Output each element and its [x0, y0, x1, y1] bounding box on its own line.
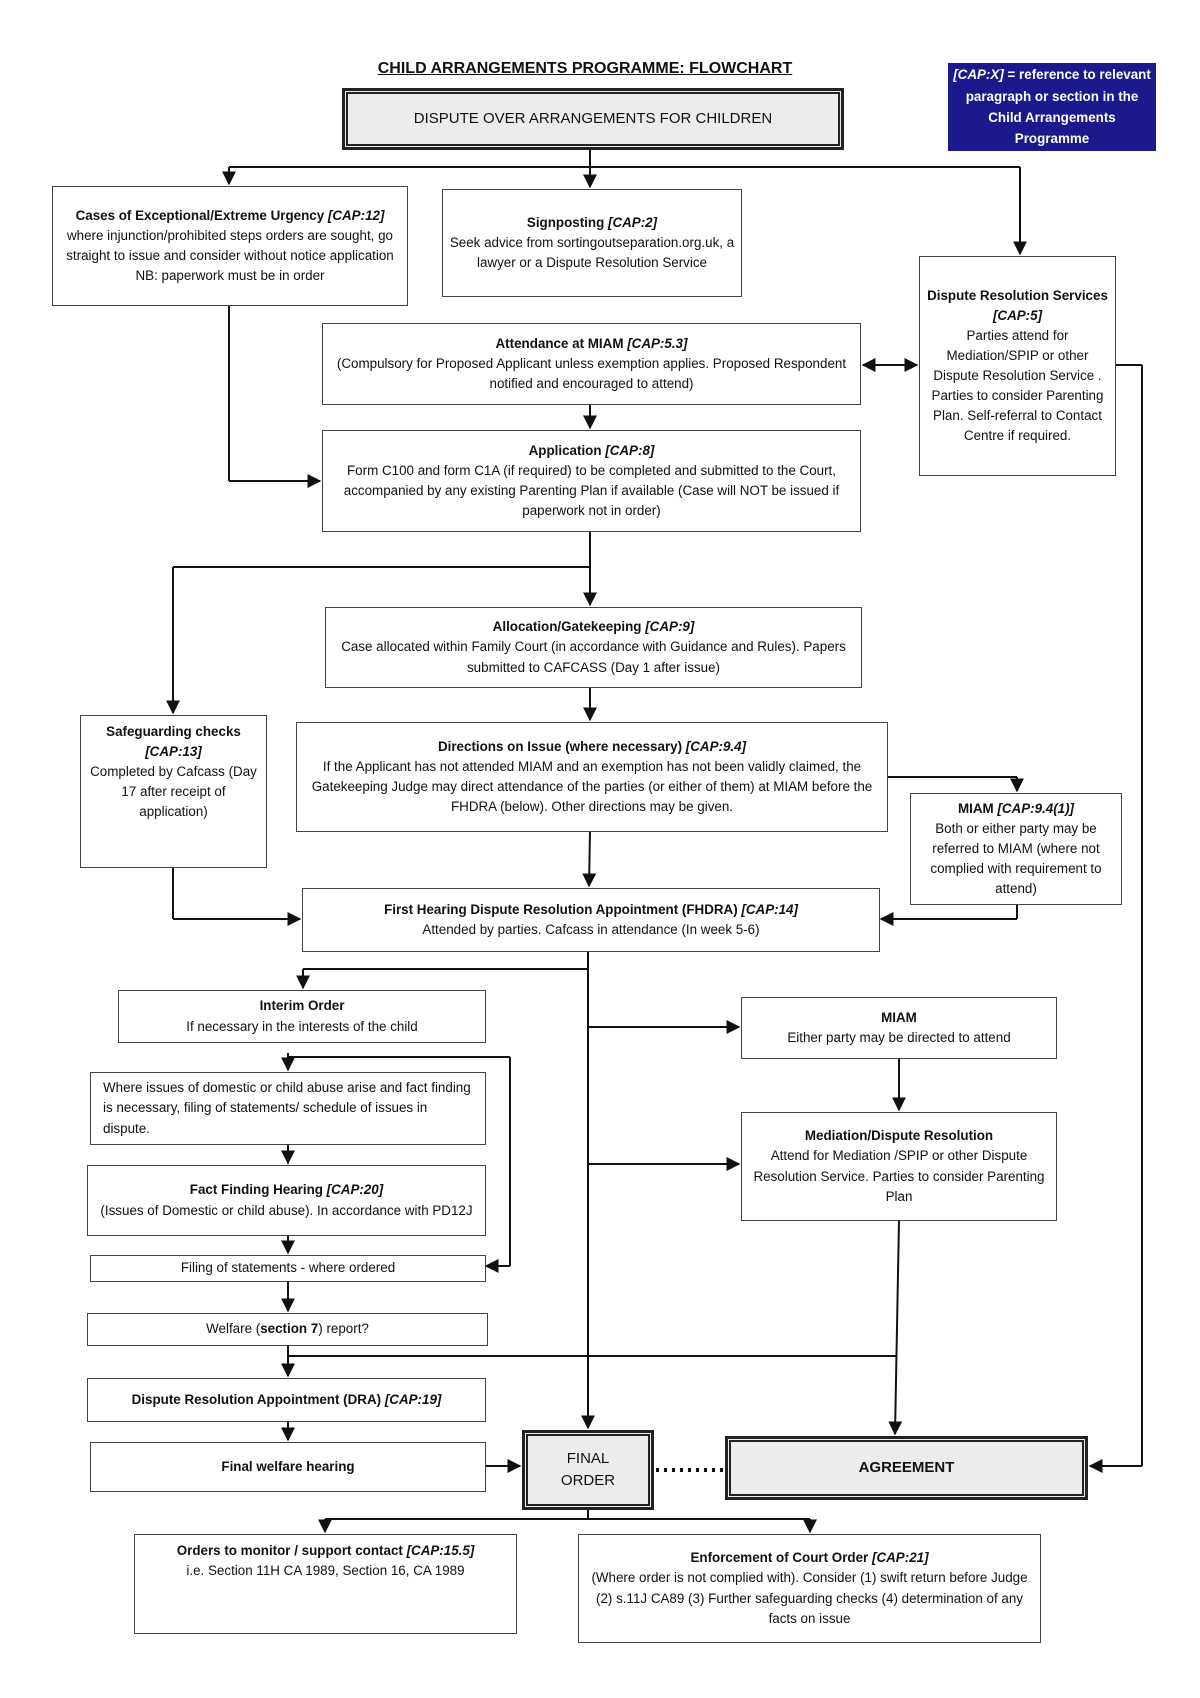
- orders-title: Orders to monitor / support contact: [176, 1543, 407, 1558]
- interim-body: If necessary in the interests of the chi…: [186, 1018, 418, 1034]
- application-ref: [CAP:8]: [605, 442, 655, 458]
- drs-body: Parties attend for Mediation/SPIP or oth…: [931, 327, 1104, 444]
- application-title: Application: [528, 442, 606, 458]
- dra-node: Dispute Resolution Appointment (DRA) [CA…: [87, 1378, 486, 1422]
- welfare-node: Welfare (section 7) report?: [87, 1313, 488, 1346]
- application-node: Application [CAP:8] Form C100 and form C…: [322, 430, 861, 532]
- page-title: CHILD ARRANGEMENTS PROGRAMME: FLOWCHART: [377, 60, 793, 77]
- orders-node: Orders to monitor / support contact [CAP…: [134, 1534, 517, 1634]
- allocation-ref: [CAP:9]: [645, 619, 695, 635]
- welfare-pre: Welfare (: [206, 1321, 261, 1337]
- drs-title: Dispute Resolution Services: [927, 287, 1108, 303]
- abuse-body: Where issues of domestic or child abuse …: [103, 1080, 471, 1136]
- safeguarding-title: Safeguarding checks: [106, 724, 241, 739]
- dra-title: Dispute Resolution Appointment (DRA): [131, 1391, 385, 1407]
- directions-body: If the Applicant has not attended MIAM a…: [311, 758, 873, 815]
- enforcement-node: Enforcement of Court Order [CAP:21] (Whe…: [578, 1534, 1041, 1643]
- fhdra-title: First Hearing Dispute Resolution Appoint…: [384, 901, 742, 917]
- factfinding-ref: [CAP:20]: [326, 1182, 384, 1198]
- miam-ref: [CAP:5.3]: [627, 335, 688, 351]
- urgency-node: Cases of Exceptional/Extreme Urgency [CA…: [52, 186, 408, 306]
- dra-ref: [CAP:19]: [384, 1391, 442, 1407]
- orders-ref: [CAP:15.5]: [406, 1543, 475, 1558]
- enforcement-body: (Where order is not complied with). Cons…: [591, 1570, 1028, 1626]
- miam3-title: MIAM: [881, 1009, 917, 1025]
- orders-body: i.e. Section 11H CA 1989, Section 16, CA…: [186, 1563, 465, 1579]
- urgency-note: NB: paperwork must be in order: [135, 268, 325, 284]
- factfinding-body: (Issues of Domestic or child abuse). In …: [100, 1202, 473, 1218]
- welfare-post: ) report?: [318, 1321, 369, 1337]
- filing-body: Filing of statements - where ordered: [180, 1260, 396, 1276]
- signposting-ref: [CAP:2]: [607, 214, 658, 230]
- interim-title: Interim Order: [259, 998, 345, 1014]
- signposting-body: Seek advice from sortingoutseparation.or…: [449, 234, 735, 271]
- finalorder-line1: FINAL: [566, 1449, 610, 1467]
- finalwelfare-node: Final welfare hearing: [90, 1442, 486, 1492]
- safeguarding-node: Safeguarding checks [CAP:13] Completed b…: [80, 715, 267, 868]
- miam3-node: MIAM Either party may be directed to att…: [741, 997, 1057, 1059]
- fhdra-body: Attended by parties. Cafcass in attendan…: [422, 922, 760, 937]
- signposting-title: Signposting: [526, 214, 608, 230]
- allocation-node: Allocation/Gatekeeping [CAP:9] Case allo…: [325, 607, 862, 688]
- fhdra-ref: [CAP:14]: [741, 901, 798, 917]
- safeguarding-body: Completed by Cafcass (Day 17 after recei…: [90, 764, 257, 820]
- mediation-title: Mediation/Dispute Resolution: [804, 1128, 994, 1144]
- legend-box: [CAP:X] = reference to relevant paragrap…: [948, 63, 1156, 151]
- urgency-title: Cases of Exceptional/Extreme Urgency: [75, 207, 328, 223]
- miam2-node: MIAM [CAP:9.4(1)] Both or either party m…: [910, 793, 1122, 905]
- legend-text: = reference to relevant paragraph or sec…: [965, 67, 1151, 147]
- miam3-body: Either party may be directed to attend: [787, 1030, 1011, 1045]
- dispute-title: DISPUTE OVER ARRANGEMENTS FOR CHILDREN: [413, 109, 773, 127]
- directions-node: Directions on Issue (where necessary) [C…: [296, 722, 888, 832]
- mediation-node: Mediation/Dispute Resolution Attend for …: [741, 1112, 1057, 1221]
- safeguarding-ref: [CAP:13]: [145, 744, 202, 760]
- abuse-node: Where issues of domestic or child abuse …: [90, 1072, 486, 1145]
- legend-key: [CAP:X]: [953, 67, 1004, 83]
- dispute-node: DISPUTE OVER ARRANGEMENTS FOR CHILDREN: [342, 88, 844, 150]
- fhdra-node: First Hearing Dispute Resolution Appoint…: [302, 888, 880, 952]
- signposting-node: Signposting [CAP:2] Seek advice from sor…: [442, 189, 742, 297]
- miam2-title: MIAM: [957, 800, 998, 816]
- interim-node: Interim Order If necessary in the intere…: [118, 990, 486, 1043]
- enforcement-ref: [CAP:21]: [872, 1550, 929, 1566]
- factfinding-node: Fact Finding Hearing [CAP:20] (Issues of…: [87, 1165, 486, 1236]
- factfinding-title: Fact Finding Hearing: [189, 1182, 327, 1198]
- miam2-body: Both or either party may be referred to …: [930, 820, 1102, 897]
- drs-ref: [CAP:5]: [992, 307, 1043, 323]
- urgency-ref: [CAP:12]: [327, 207, 385, 223]
- directions-title: Directions on Issue (where necessary): [437, 738, 686, 754]
- urgency-body: where injunction/prohibited steps orders…: [66, 227, 394, 263]
- mediation-body: Attend for Mediation /SPIP or other Disp…: [753, 1148, 1045, 1204]
- miam2-ref: [CAP:9.4(1)]: [997, 800, 1075, 816]
- drs-node: Dispute Resolution Services [CAP:5] Part…: [919, 256, 1116, 476]
- allocation-body: Case allocated within Family Court (in a…: [341, 639, 846, 675]
- filing-node: Filing of statements - where ordered: [90, 1255, 486, 1282]
- agreement-title: AGREEMENT: [858, 1458, 955, 1476]
- directions-ref: [CAP:9.4]: [685, 738, 747, 754]
- allocation-title: Allocation/Gatekeeping: [492, 619, 646, 635]
- finalwelfare-title: Final welfare hearing: [221, 1458, 355, 1474]
- agreement-node: AGREEMENT: [725, 1436, 1088, 1500]
- miam-node: Attendance at MIAM [CAP:5.3] (Compulsory…: [322, 323, 861, 405]
- miam-body: (Compulsory for Proposed Applicant unles…: [336, 355, 847, 392]
- welfare-bold: section 7: [260, 1321, 319, 1337]
- application-body: Form C100 and form C1A (if required) to …: [343, 462, 840, 519]
- miam-title: Attendance at MIAM: [495, 335, 628, 351]
- enforcement-title: Enforcement of Court Order: [690, 1550, 872, 1566]
- finalorder-line2: ORDER: [560, 1472, 616, 1489]
- finalorder-node: FINAL ORDER: [522, 1430, 654, 1510]
